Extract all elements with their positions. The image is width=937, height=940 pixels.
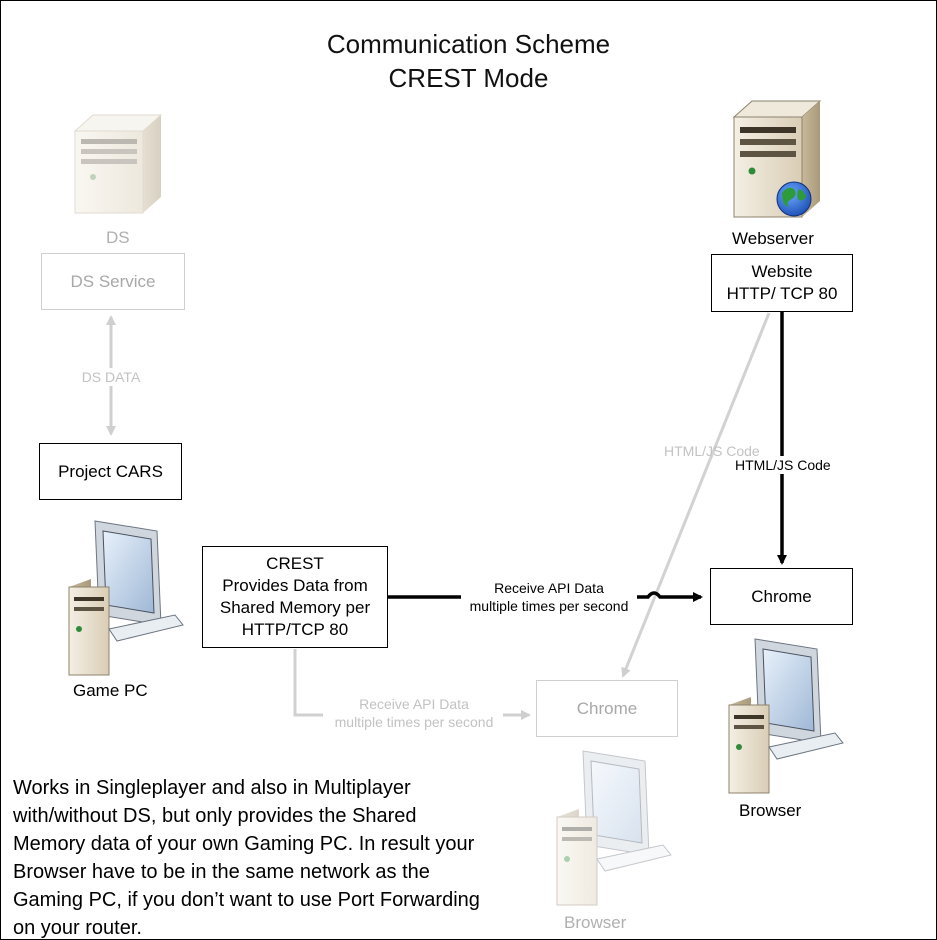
ds-data-label: DS DATA (63, 368, 159, 386)
project-cars-box: Project CARS (39, 443, 182, 500)
receive-faded-label: Receive API Data multiple times per seco… (334, 696, 494, 730)
webserver-label: Webserver (732, 229, 814, 248)
browser-faded-label: Browser (564, 913, 627, 932)
html-js-faded-label: HTML/JS Code (664, 443, 760, 459)
diagram-title: Communication Scheme CREST Mode (1, 27, 936, 95)
server-icon (73, 114, 163, 214)
game-pc-label: Game PC (73, 681, 148, 700)
website-box: Website HTTP/ TCP 80 (711, 254, 853, 312)
explanation-note: Works in Singleplayer and also in Multip… (13, 777, 480, 939)
title-line-2: CREST Mode (388, 63, 549, 93)
chrome-active-box: Chrome (710, 568, 853, 625)
ds-server-label: DS (106, 228, 130, 247)
crest-to-faded-chrome-connector (293, 649, 529, 715)
website-to-faded-chrome-connector (621, 312, 771, 678)
chrome-faded-box: Chrome (536, 680, 678, 737)
browser-active-label: Browser (739, 801, 802, 820)
crest-box: CREST Provides Data from Shared Memory p… (202, 546, 388, 648)
web-server-icon (732, 100, 822, 218)
crest-to-chrome-connector (387, 593, 701, 597)
ds-service-box: DS Service (41, 253, 185, 310)
desktop-computer-icon (68, 520, 184, 676)
receive-active-label: Receive API Data multiple times per seco… (469, 580, 629, 614)
html-js-active-label: HTML/JS Code (735, 456, 831, 474)
desktop-computer-icon (556, 750, 672, 906)
desktop-computer-icon (728, 638, 844, 794)
title-line-1: Communication Scheme (326, 29, 611, 59)
